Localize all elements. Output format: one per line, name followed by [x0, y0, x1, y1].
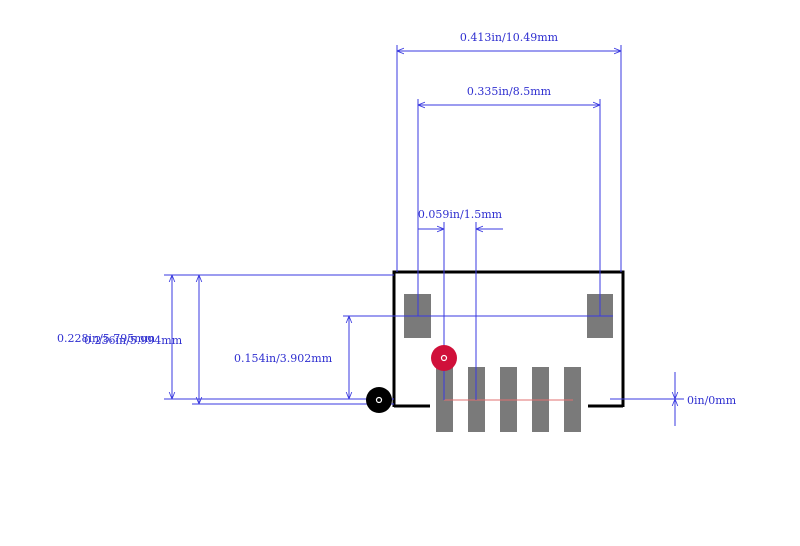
label-overall-width: 0.413in/10.49mm: [460, 31, 559, 44]
dimension-lines: [172, 51, 675, 418]
label-tab-spacing: 0.335in/8.5mm: [467, 85, 552, 98]
label-pin-to-tab: 0.154in/3.902mm: [234, 352, 333, 365]
component-outline: [392, 270, 625, 408]
label-zero-offset: 0in/0mm: [687, 394, 737, 407]
label-height-a: 0.228in/5.795mm: [57, 332, 156, 345]
label-pin-pitch: 0.059in/1.5mm: [418, 208, 503, 221]
origin-marker: [366, 387, 392, 413]
extension-lines: [164, 45, 684, 426]
label-height-b: 0.236in/5.994mm: [84, 334, 183, 347]
pin1-marker: [431, 345, 457, 371]
